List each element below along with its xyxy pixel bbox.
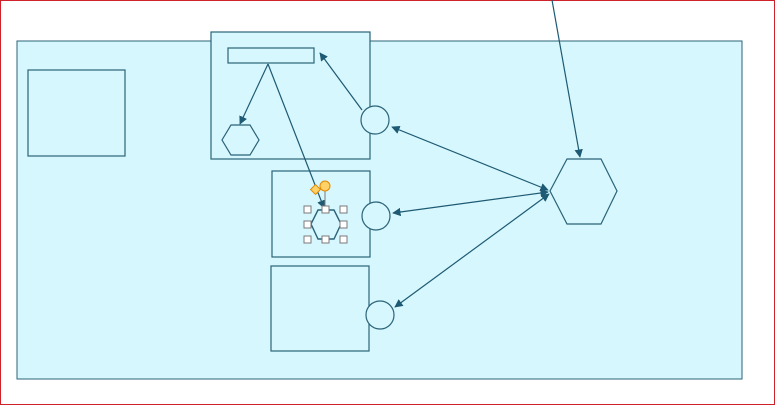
connector-port-top-to-hex-large[interactable] [391, 125, 549, 192]
box-bottom[interactable] [270, 265, 370, 352]
connector-port-top-to-bar[interactable] [319, 52, 363, 111]
resize-handle-s[interactable] [321, 235, 330, 244]
resize-handle-nw[interactable] [303, 205, 312, 214]
hex-selected[interactable] [310, 209, 342, 240]
connector-bar-to-hex-selected[interactable] [267, 63, 326, 209]
box-left[interactable] [27, 69, 126, 157]
port-top[interactable] [360, 105, 390, 135]
adjust-handle[interactable] [309, 183, 322, 196]
hex-large[interactable] [549, 158, 618, 225]
connector-port-bottom-to-hex-large[interactable] [394, 193, 550, 308]
bar-top[interactable] [227, 47, 315, 64]
resize-handle-sw[interactable] [303, 235, 312, 244]
connector-bar-to-hex-small[interactable] [239, 63, 269, 125]
resize-handle-se[interactable] [339, 235, 348, 244]
resize-handle-e[interactable] [339, 220, 348, 229]
port-bottom[interactable] [365, 300, 395, 330]
resize-handle-n[interactable] [321, 205, 330, 214]
selection-handles[interactable] [303, 205, 348, 244]
resize-handle-w[interactable] [303, 220, 312, 229]
rotate-handle[interactable] [309, 180, 331, 206]
connector-external-to-hex-large[interactable] [551, 0, 583, 158]
port-middle[interactable] [361, 201, 391, 231]
hex-small[interactable] [221, 124, 260, 156]
resize-handle-ne[interactable] [339, 205, 348, 214]
